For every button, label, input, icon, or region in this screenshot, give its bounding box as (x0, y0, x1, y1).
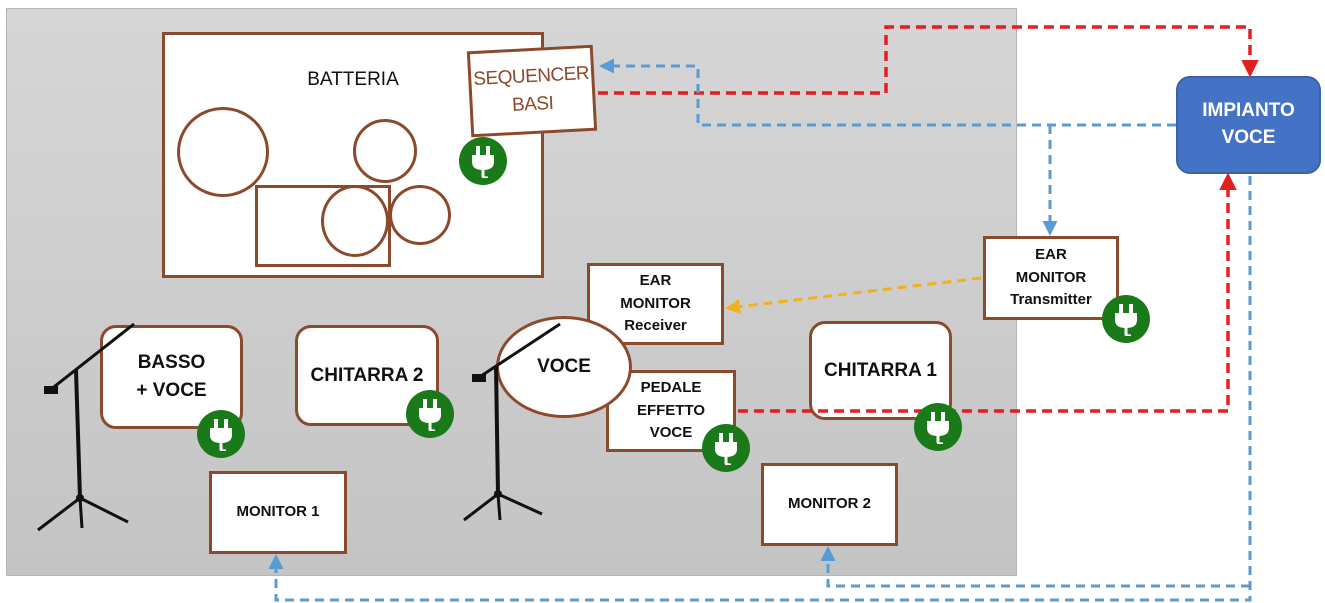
bass-drum-rect (255, 185, 391, 267)
power-plug-icon (702, 424, 750, 472)
power-plug-icon (197, 410, 245, 458)
microphone-stand-icon (37, 322, 135, 532)
pa-to-monitor1-line (268, 176, 1252, 602)
ear-wireless-line (725, 276, 982, 315)
pa-to-sequencer-line (599, 58, 1176, 127)
monitor2-box: MONITOR 2 (761, 463, 898, 546)
power-plug-icon (406, 390, 454, 438)
pedal-to-pa-line (738, 172, 1237, 413)
drumkit-label: BATTERIA (307, 69, 399, 90)
microphone-stand-icon (463, 322, 561, 522)
guitar1-box: CHITARRA 1 (809, 321, 952, 420)
voice-position: VOCE (496, 316, 632, 418)
sequencer-to-pa-line (598, 25, 1259, 95)
pa-to-monitor2-line (820, 546, 1250, 588)
floor-tom-drum (177, 107, 269, 197)
power-plug-icon (914, 403, 962, 451)
power-plug-icon (1102, 295, 1150, 343)
power-plug-icon (459, 137, 507, 185)
ear-monitor-transmitter-box: EAR MONITOR Transmitter (983, 236, 1119, 320)
monitor1-box: MONITOR 1 (209, 471, 347, 554)
rack-tom-drum (353, 119, 417, 183)
hi-tom-drum (389, 185, 451, 245)
snare-drum (321, 185, 389, 257)
